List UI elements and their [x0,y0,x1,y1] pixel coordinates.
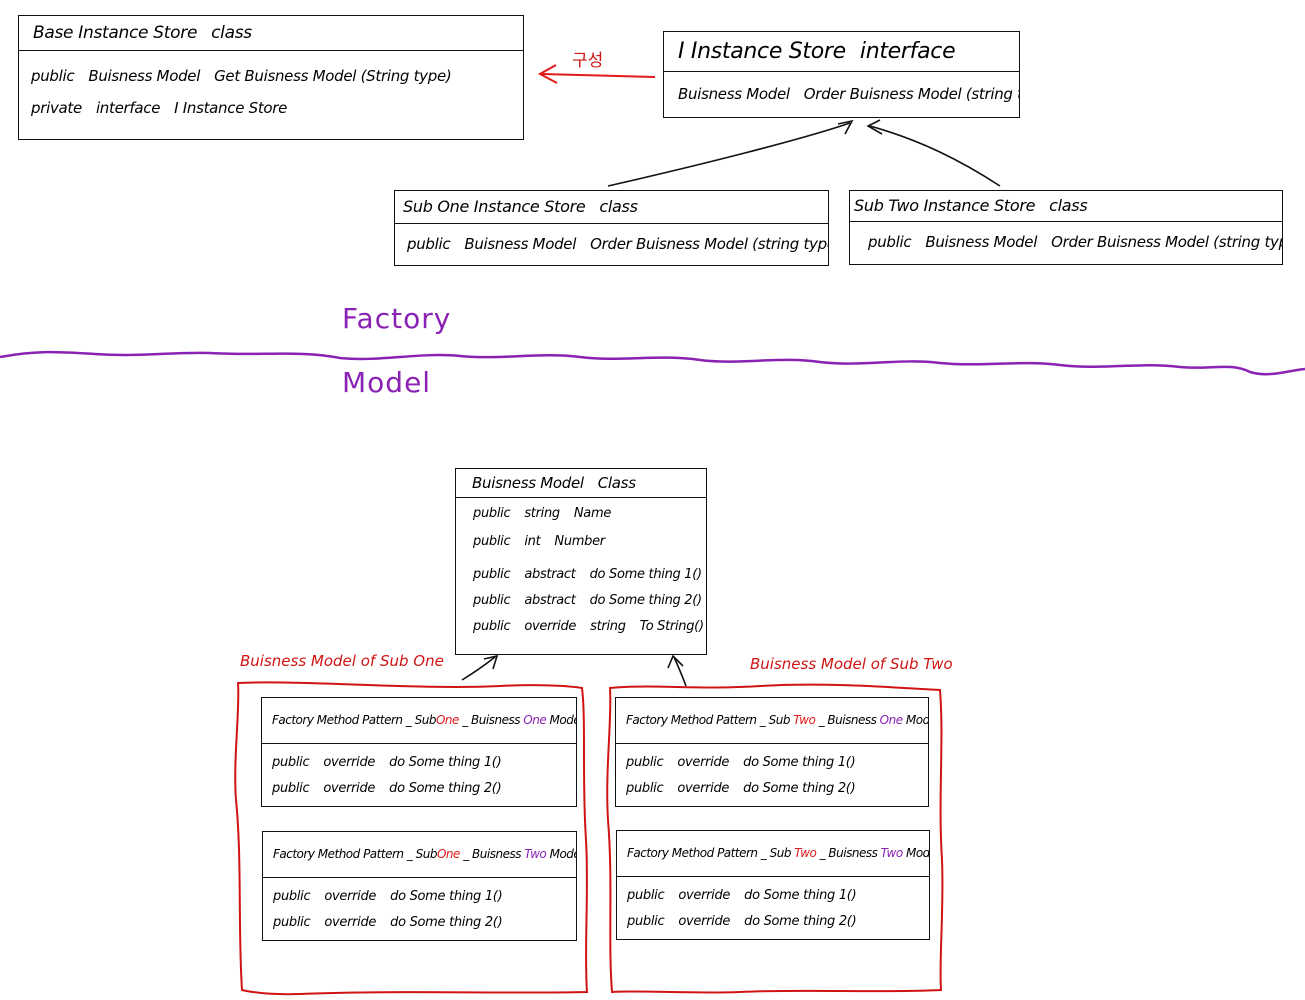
class-name: Factory Method Pattern _ Sub Two _ Buisn… [616,698,928,744]
group-outline-sub-two [606,683,944,994]
group-outline-sub-one [234,681,589,996]
class-name: Factory Method Pattern _ SubOne _ Buisne… [262,698,576,744]
composition-arrow [537,64,656,84]
composition-label: 구성 [572,51,604,71]
i-instance-store-interface: I Instance Store interface Buisness Model… [663,31,1020,118]
interface-name: I Instance Store [678,39,846,64]
class-name: Factory Method Pattern _ SubOne _ Buisne… [263,832,576,878]
class-kind: class [211,23,252,43]
factory-label: Factory [342,302,452,335]
inherit-arrow-sub-one [607,119,854,187]
group-one-label: Buisness Model of Sub One [240,652,444,670]
model-label: Model [342,366,432,399]
class-name: Sub One Instance Store [403,197,586,216]
sub-two-business-two-model-class: Factory Method Pattern _ Sub Two _ Buisn… [616,830,930,940]
sub-one-business-one-model-class: Factory Method Pattern _ SubOne _ Buisne… [261,697,577,807]
sub-one-business-two-model-class: Factory Method Pattern _ SubOne _ Buisne… [262,831,577,941]
class-name: Buisness Model [472,474,584,492]
interface-kind: interface [859,39,956,64]
inherit-arrow-group-one [461,654,499,681]
inherit-arrow-sub-two [866,119,1001,187]
sub-two-business-one-model-class: Factory Method Pattern _ Sub Two _ Buisn… [615,697,929,807]
inherit-arrow-group-two [667,654,687,687]
class-name: Base Instance Store [33,23,198,43]
class-name: Factory Method Pattern _ Sub Two _ Buisn… [617,831,929,877]
class-name: Sub Two Instance Store [854,196,1036,215]
class-kind: class [599,197,638,216]
group-two-label: Buisness Model of Sub Two [750,655,953,673]
class-kind: class [1049,196,1088,215]
class-kind: Class [597,474,636,492]
factory-model-divider [0,350,1305,376]
